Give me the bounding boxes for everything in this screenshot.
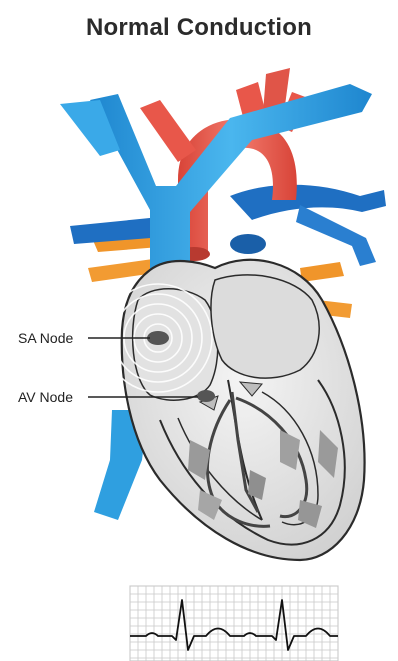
sa-node-label: SA Node	[18, 330, 73, 346]
av-node	[197, 390, 215, 402]
pulmonary-artery-blue	[70, 185, 386, 266]
ecg-strip	[130, 586, 338, 661]
av-node-label: AV Node	[18, 389, 73, 405]
